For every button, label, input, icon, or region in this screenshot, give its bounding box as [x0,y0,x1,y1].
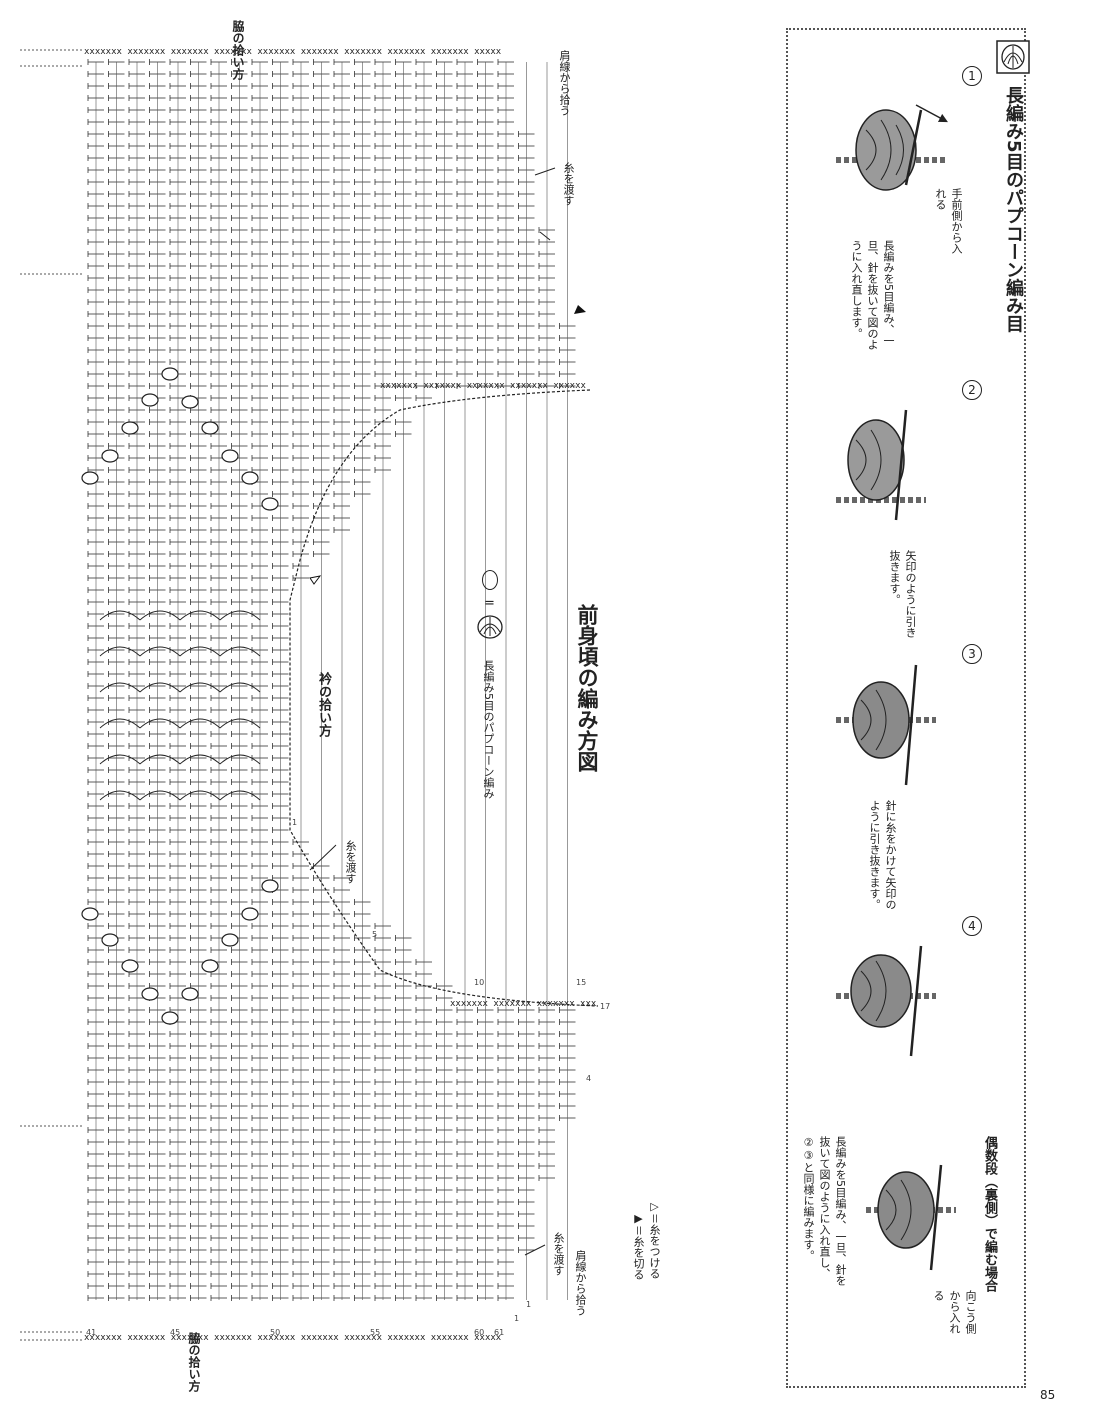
step-1-caption-b: 長編みを5目編み、一旦、針を抜いて図のように入れ直します。 [850,240,895,350]
popcorn-stitch [121,959,139,973]
legend-equals: = [484,596,495,611]
chain-row: xxxxxxx xxxxxxx xxxxxxx xxxxxxx xxxxxxx … [84,47,502,57]
chain-row: xxxxxxx xxxxxxx xxxxxxx xxxxxxx xxxxxxx … [84,1333,502,1343]
chain-row: xxxxxxx xxxxxxx xxxxxxx xxxxxxx xxxxxx [380,381,586,391]
popcorn-stitch [201,959,219,973]
side-guides [20,49,84,1341]
step-1-caption-a: 手前側から入れる [934,188,963,254]
stitch-marker-1b: 1 [526,1300,532,1309]
yarn-carry-label-2: 糸を渡す [344,840,357,884]
row-marker-50: 50 [270,1328,281,1337]
popcorn-stitch [181,987,199,1001]
popcorn-stitch [181,395,199,409]
popcorn-symbol [482,570,498,590]
row-lines [95,62,568,1300]
neckline-curve [289,389,599,1007]
popcorn-stitch [101,449,119,463]
even-row-text: 長編みを5目編み、一旦、針を抜いて図のように入れ直し、②③と同様に編みます。 [802,1136,847,1286]
legend-text: 長編み5目のパプコーン編み [482,660,495,799]
legend: = 長編み5目のパプコーン編み [472,570,512,860]
technique-panel [786,28,1026,1388]
row-marker-41: 41 [86,1328,97,1337]
step-3-popcorn-illustration [836,664,936,786]
popcorn-stitch [221,449,239,463]
shoulder-label-top: 肩線から拾う [558,50,571,116]
side-label-bottom: 脇の拾い方 [187,1332,201,1392]
chain-row: xxxxxxx xxxxxxx xxxxxxx xxx [450,999,597,1009]
row-marker-61: 61 [494,1328,505,1337]
stitch-marker-10: 10 [474,978,485,987]
page-number: 85 [1040,1388,1056,1402]
row-marker-60: 60 [474,1328,485,1337]
popcorn-stitch [141,393,159,407]
step-2-number: 2 [962,380,982,400]
popcorn-stitch [161,1011,179,1025]
note-attach-yarn: ▷＝糸をつける [648,1200,661,1279]
step-3-caption: 針に糸をかけて矢印のように引き抜きます。 [868,800,897,910]
front-body-crochet-chart: xxxxxxx xxxxxxx xxxxxxx xxxxxxx xxxxxxx … [20,47,599,1343]
step-1-popcorn-illustration [836,104,948,191]
step-1-number: 1 [962,66,982,86]
popcorn-stitch [121,421,139,435]
even-row-popcorn-illustration [866,1164,956,1271]
technique-title: 長編み5目のパプコーン編み目 [1003,86,1024,333]
stitch-marker-4: 4 [586,1074,592,1083]
stitch-marker-15: 15 [576,978,587,987]
crochet-symbol-icon [996,40,1030,74]
even-row-label: 向こう側から入れる [932,1290,977,1334]
row-marker-55: 55 [370,1328,381,1337]
note-cut-yarn: ▶＝糸を切る [632,1212,645,1280]
popcorn-stitch [201,421,219,435]
lace-arcs [99,610,261,801]
step-2-caption: 矢印のように引き抜きます。 [888,550,917,638]
stitch-marker-1c: 1 [514,1314,520,1323]
leader-lines [309,167,556,1256]
stitch-marker-1: 1 [292,818,298,827]
yarn-carry-label-1: 糸を渡す [562,162,575,206]
collar-label: 衿の拾い方 [316,672,331,737]
popcorn-stitch [241,907,259,921]
row-marker-45: 45 [170,1328,181,1337]
popcorn-stitch [141,987,159,1001]
attach-yarn-triangle [309,575,322,585]
popcorn-stitch [261,497,279,511]
even-row-title: 偶数段（裏側）で編む場合 [982,1136,997,1292]
cut-yarn-triangle [574,305,586,314]
step-4-popcorn-illustration [836,945,936,1057]
stitch-marker-5: 5 [372,930,378,939]
popcorn-stitch [81,907,99,921]
stitch-marker-17: 17 [600,1002,611,1011]
popcorn-stitch-icon [477,615,503,639]
step-4-number: 4 [962,916,982,936]
shoulder-label-bottom: 肩線から拾う [574,1250,587,1316]
step-3-number: 3 [962,644,982,664]
popcorn-stitch [81,471,99,485]
yarn-carry-label-3: 糸を渡す [552,1232,565,1276]
side-label-top: 脇の拾い方 [231,20,245,80]
popcorn-stitch [261,879,279,893]
popcorn-stitch [241,471,259,485]
step-2-popcorn-illustration [836,409,926,521]
popcorn-stitch [221,933,239,947]
chart-title: 前身頃の編み方図 [575,604,599,772]
popcorn-stitch [101,933,119,947]
popcorn-stitch [161,367,179,381]
